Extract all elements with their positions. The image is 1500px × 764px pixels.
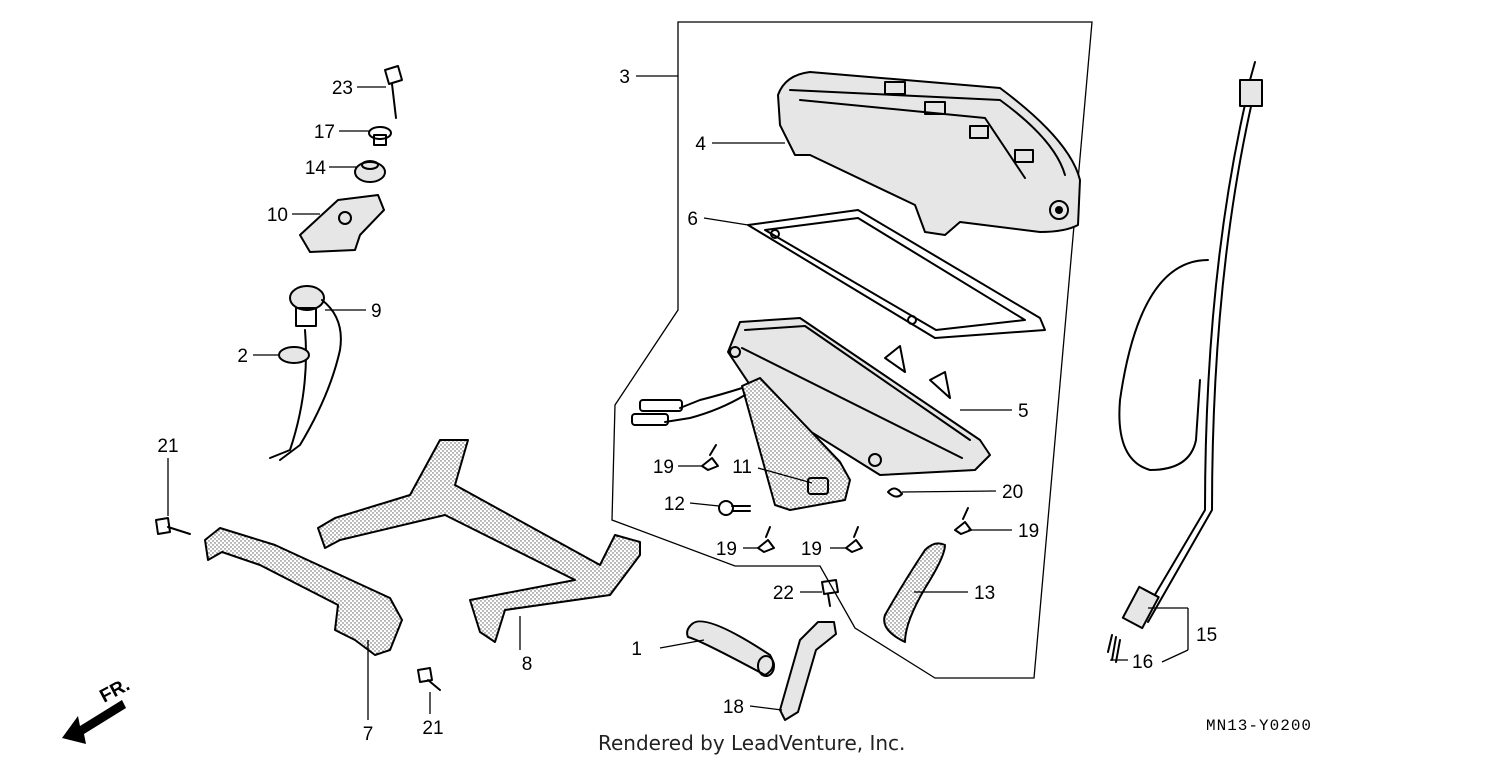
credit-text: Rendered by LeadVenture, Inc. xyxy=(598,731,906,755)
speedometer-cable-15 xyxy=(1118,61,1263,630)
callout-7: 7 xyxy=(363,724,374,745)
callout-12: 12 xyxy=(664,494,685,515)
callout-3: 3 xyxy=(619,67,630,88)
end-16 xyxy=(1107,634,1121,663)
leader-lines xyxy=(167,75,1189,720)
callout-15: 15 xyxy=(1196,625,1217,646)
callout-19-d: 19 xyxy=(1018,521,1039,542)
bolts-21 xyxy=(155,517,441,691)
meter-case xyxy=(777,71,1081,236)
screws-19 xyxy=(701,444,972,553)
stay-18 xyxy=(779,621,837,721)
plate-10 xyxy=(299,194,385,253)
front-label: FR. xyxy=(96,675,133,708)
callout-23: 23 xyxy=(332,78,353,99)
callout-10: 10 xyxy=(267,205,288,226)
bracket-8 xyxy=(317,439,641,643)
bracket-7 xyxy=(204,527,403,656)
callout-21-b: 21 xyxy=(422,718,443,739)
callout-labels: 1 2 3 4 5 6 7 8 9 10 11 12 13 14 15 16 1… xyxy=(157,67,1217,745)
meter-housing xyxy=(741,377,851,511)
front-arrow: FR. xyxy=(62,675,133,744)
callout-6: 6 xyxy=(687,209,698,230)
callout-19-c: 19 xyxy=(801,539,822,560)
clip-20 xyxy=(887,487,903,498)
callout-21-a: 21 xyxy=(157,436,178,457)
callout-4: 4 xyxy=(695,134,706,155)
callout-9: 9 xyxy=(371,301,382,322)
callout-17: 17 xyxy=(314,122,335,143)
grommet-14 xyxy=(354,160,386,183)
roller-1 xyxy=(686,620,775,677)
callout-16: 16 xyxy=(1132,652,1153,673)
tube-13 xyxy=(883,542,946,643)
callout-11: 11 xyxy=(732,457,752,478)
collar-17 xyxy=(368,126,392,146)
callout-8: 8 xyxy=(522,654,533,675)
callout-18: 18 xyxy=(723,697,744,718)
callout-19-b: 19 xyxy=(716,539,737,560)
callout-19-a: 19 xyxy=(653,457,674,478)
bolt-12 xyxy=(718,500,751,516)
callout-13: 13 xyxy=(974,583,995,604)
meter-wiring xyxy=(631,387,746,426)
gasket xyxy=(747,209,1046,339)
callout-2: 2 xyxy=(237,346,248,367)
callout-5: 5 xyxy=(1018,401,1029,422)
switch-9 xyxy=(269,285,342,461)
bolt-23 xyxy=(384,65,403,119)
diagram-code: MN13-Y0200 xyxy=(1206,717,1313,735)
callout-22: 22 xyxy=(773,583,794,604)
callout-20: 20 xyxy=(1002,482,1023,503)
assembly-frame xyxy=(611,21,1093,679)
bolt-22 xyxy=(821,579,839,607)
washer-2 xyxy=(278,346,310,364)
meter-assembly xyxy=(727,317,991,476)
callout-14: 14 xyxy=(305,158,327,179)
callout-1: 1 xyxy=(631,639,642,660)
